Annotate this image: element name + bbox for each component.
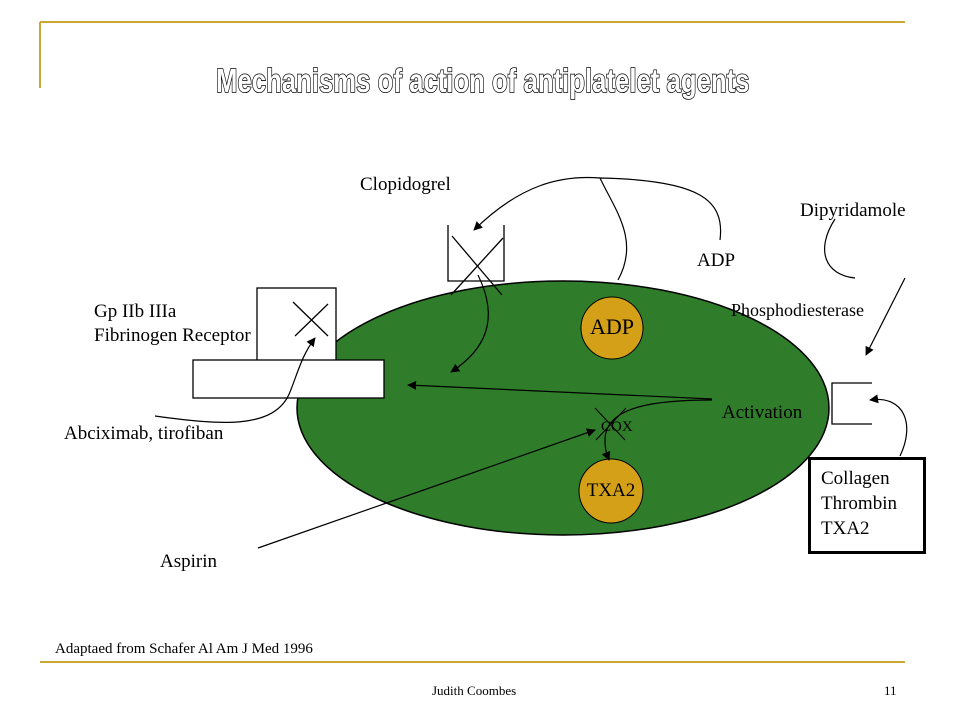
gp-label-line2: Fibrinogen Receptor <box>94 325 251 346</box>
activation-arrow <box>407 380 713 400</box>
slide-frame <box>39 21 905 663</box>
aspirin-arrow <box>257 428 596 549</box>
agonist-receptor <box>831 382 872 425</box>
agonist-thrombin: Thrombin <box>821 493 897 514</box>
cox-label: COX <box>601 419 633 435</box>
txa2-circle-label: TXA2 <box>586 480 636 501</box>
agonist-collagen: Collagen <box>821 468 890 489</box>
page-number: 11 <box>884 683 897 698</box>
source-footnote: Adaptaed from Schafer Al Am J Med 1996 <box>55 641 313 657</box>
agonist-arrow <box>869 394 908 457</box>
adp-to-receptor-arrow <box>473 176 601 231</box>
gp-label-line1: Gp IIb IIIa <box>94 301 177 322</box>
abciximab-label: Abciximab, tirofiban <box>64 423 224 444</box>
aspirin-label: Aspirin <box>160 551 217 572</box>
clopidogrel-label: Clopidogrel <box>360 174 451 195</box>
adp-circle <box>580 296 644 360</box>
slide-title: Mechanisms of action of antiplatelet age… <box>215 61 750 100</box>
dipyridamole-arrow <box>824 218 856 279</box>
phosphodiesterase-label: Phosphodiesterase <box>731 300 864 320</box>
activation-label: Activation <box>722 402 803 423</box>
receptor-signal-arrow <box>450 274 489 373</box>
agonists-box: Collagen Thrombin TXA2 <box>808 457 926 554</box>
phosphodiesterase-arrow <box>865 277 906 356</box>
adp-receptor <box>447 225 505 296</box>
gp-iib-iiia-receptor <box>192 287 385 399</box>
adp-label: ADP <box>697 250 736 271</box>
gp-iib-iiia-label: Gp IIb IIIa Fibrinogen Receptor <box>94 300 251 348</box>
adp-feedback-arrow <box>599 177 722 281</box>
platelet-cell <box>296 280 830 536</box>
footer-author: Judith Coombes <box>432 683 517 698</box>
abciximab-arrow <box>154 337 316 423</box>
activation-to-txa2-arrow <box>601 399 713 461</box>
adp-circle-label: ADP <box>589 314 634 339</box>
txa2-circle <box>578 458 644 524</box>
dipyridamole-label: Dipyridamole <box>800 200 906 221</box>
agonist-txa2: TXA2 <box>821 518 870 539</box>
